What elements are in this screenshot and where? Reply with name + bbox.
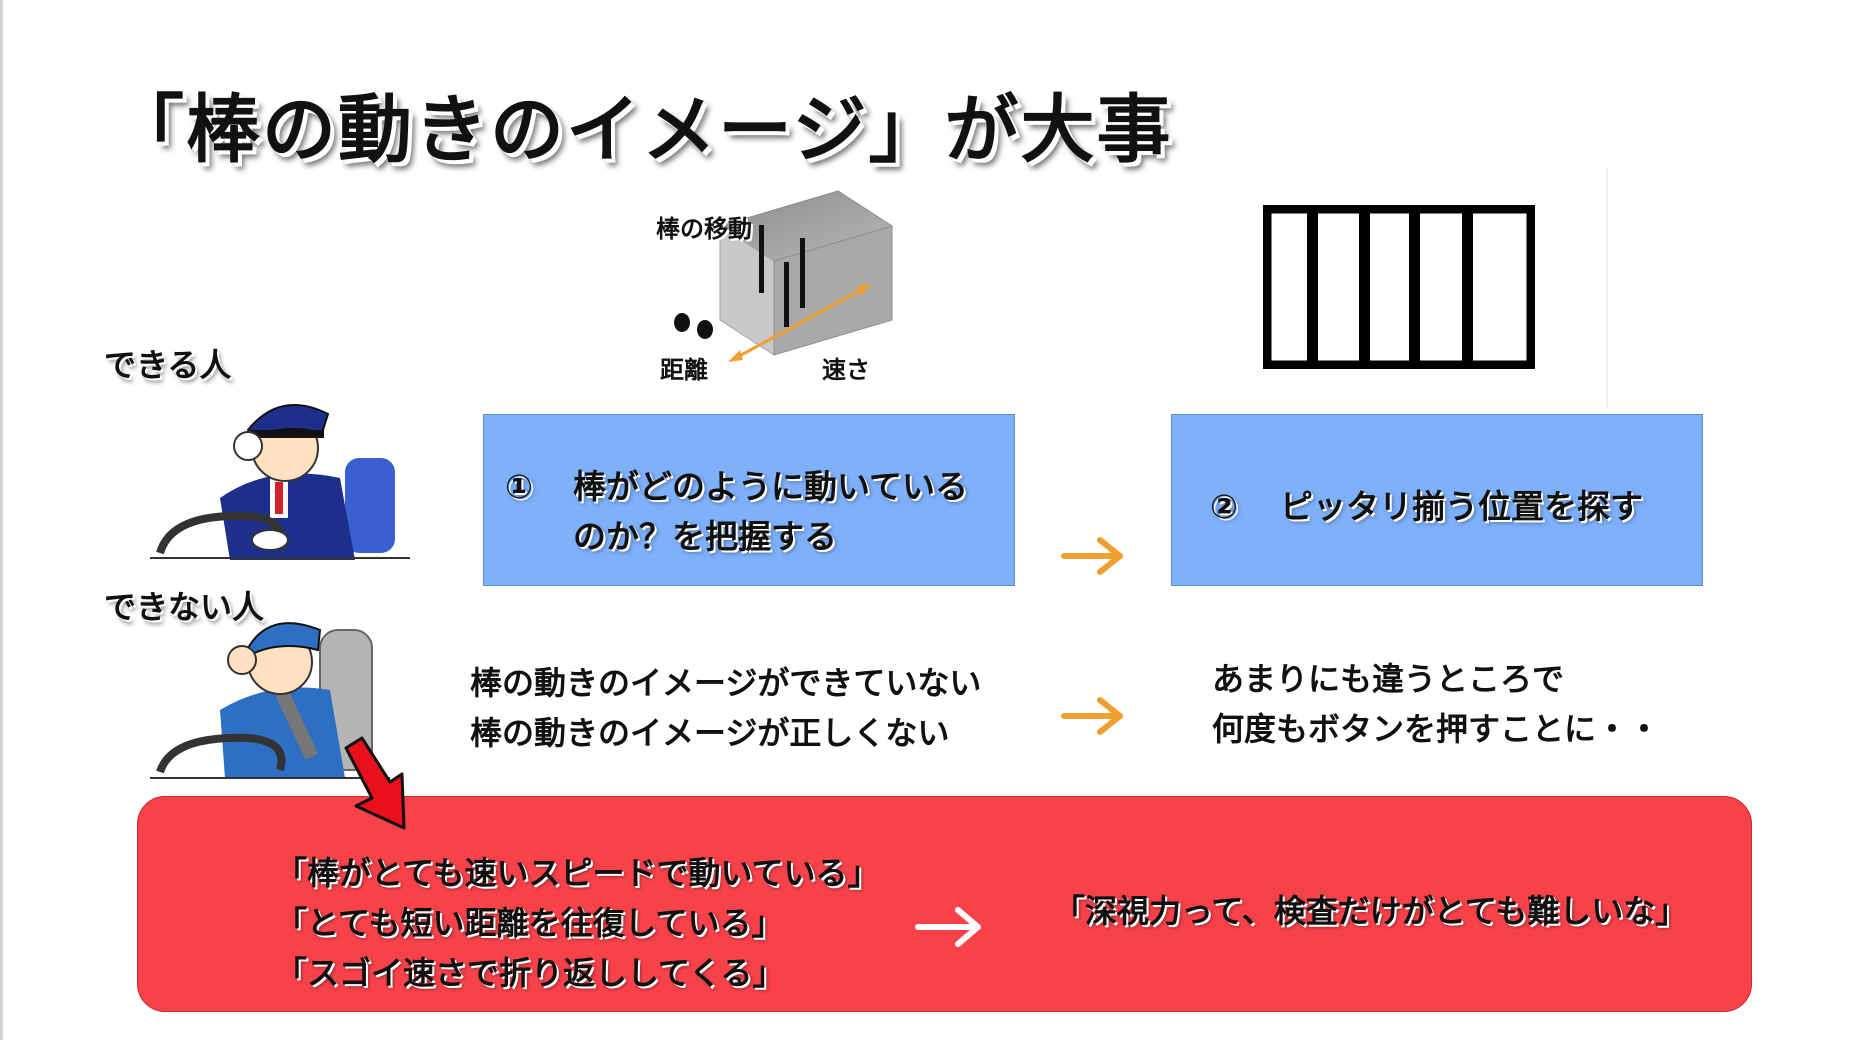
cannot-cause-line1: 棒の動きのイメージができていない: [470, 664, 982, 702]
orange-arrow-icon: [1061, 537, 1123, 575]
rod-line: [800, 238, 805, 308]
can-person-label: できる人: [104, 346, 232, 384]
hole-icon: [697, 320, 713, 339]
red-quote3: 「スゴイ速さで折り返ししてくる」: [275, 954, 785, 992]
red-quote2: 「とても短い距離を往復している」: [275, 904, 784, 942]
cannot-person-label: できない人: [104, 588, 265, 626]
cannot-result-line1: あまりにも違うところで: [1212, 660, 1565, 698]
rod-line: [784, 262, 789, 327]
movement-label: 棒の移動: [656, 215, 752, 243]
rod-cube-diagram: [718, 190, 894, 362]
left-edge-border: [0, 0, 3, 1040]
red-quote1: 「棒がとても速いスピードで動いている」: [275, 854, 880, 892]
red-callout-box: [137, 796, 1752, 1012]
slide-title: 「棒の動きのイメージ」が大事: [110, 87, 1173, 173]
cannot-cause-line2: 棒の動きのイメージが正しくない: [470, 714, 950, 752]
step1-number: ①: [505, 467, 533, 506]
hole-icon: [674, 313, 690, 332]
step2-number: ②: [1210, 487, 1238, 526]
step1-box: [483, 414, 1015, 586]
orange-arrow-icon: [1061, 697, 1123, 735]
step1-line2: のか？を把握する: [573, 517, 837, 556]
driver-illustration: [150, 404, 410, 560]
step1-line1: 棒がどのように動いている: [573, 467, 969, 506]
cannot-result-line2: 何度もボタンを押すことに・・: [1212, 710, 1661, 748]
red-arrow-icon: [344, 736, 406, 830]
speed-label: 速さ: [822, 356, 870, 384]
driver-illustration: [150, 622, 390, 779]
white-arrow-icon: [915, 907, 981, 947]
step2-box: [1171, 414, 1703, 586]
distance-label: 距離: [660, 356, 708, 384]
rod-line: [759, 225, 764, 293]
red-conclusion: 「深視力って、検査だけがとても難しいな」: [1053, 892, 1688, 930]
vertical-divider: [1606, 168, 1608, 408]
rods-bars-icon: [1263, 205, 1535, 369]
step2-text: ピッタリ揃う位置を探す: [1280, 487, 1643, 526]
